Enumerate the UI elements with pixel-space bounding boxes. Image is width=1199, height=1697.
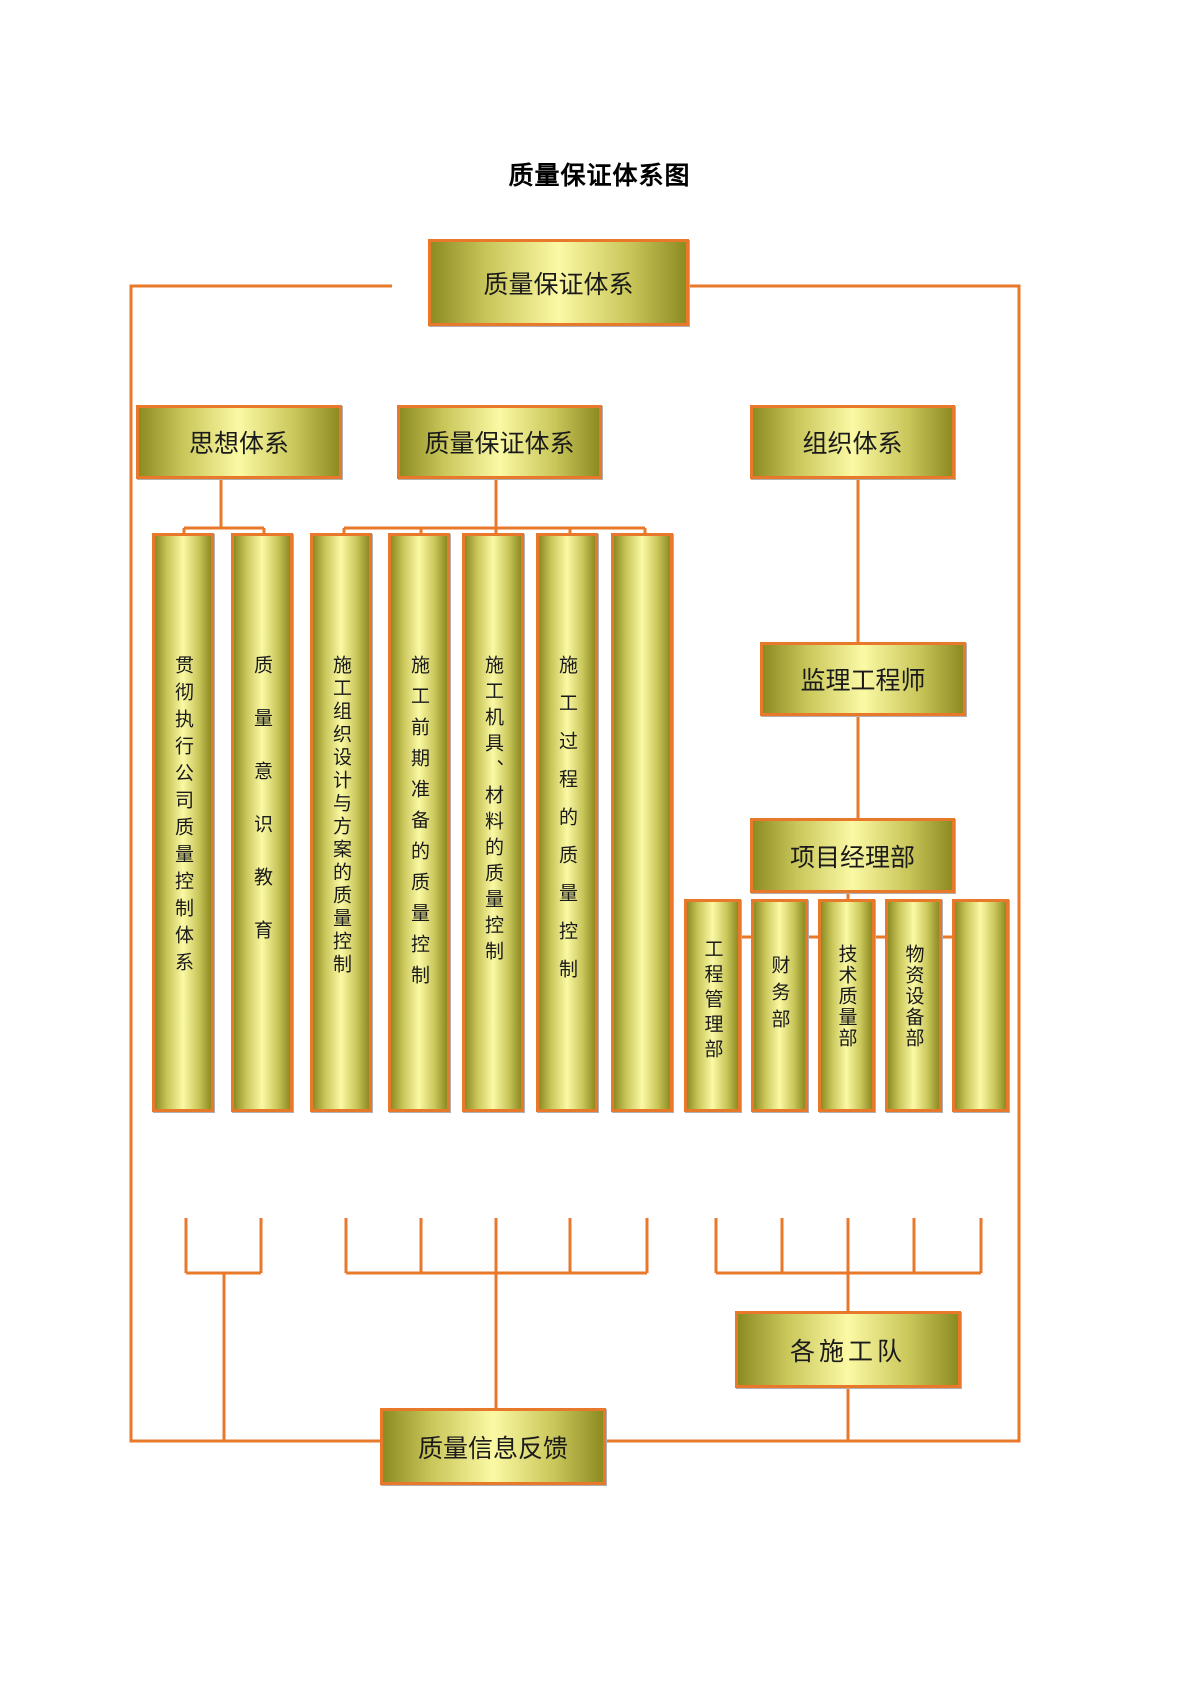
column-equipment-material-qc: 施工机具、材料的质量控制 [462, 533, 524, 1112]
node-label: 组织体系 [802, 429, 903, 458]
node-label: 质量保证体系 [483, 269, 634, 299]
column-construction-design-qc: 施工组织设计与方案的质量控制 [310, 533, 372, 1112]
outer-frame-line [129, 284, 392, 1443]
node-thought-system: 思想体系 [136, 405, 342, 479]
outer-frame-line [606, 284, 1021, 1443]
node-supervising-engineer: 监理工程师 [760, 642, 966, 716]
column-engineering-dept: 工程管理部 [684, 899, 741, 1112]
node-quality-feedback: 质量信息反馈 [380, 1408, 606, 1485]
column-process-qc: 施工过程的质量控制 [536, 533, 598, 1112]
column-blank [611, 533, 673, 1112]
node-label: 质量保证体系 [424, 429, 575, 458]
column-materials-equipment-dept: 物资设备部 [885, 899, 942, 1112]
column-label: 财务部 [768, 955, 791, 1036]
node-label: 监理工程师 [800, 666, 926, 695]
node-label: 项目经理部 [789, 842, 915, 872]
column-label: 工程管理部 [701, 939, 724, 1064]
node-construction-teams: 各施工队 [735, 1311, 961, 1388]
column-label: 贯彻执行公司质量控制体系 [172, 655, 194, 979]
column-preparation-qc: 施工前期准备的质量控制 [388, 533, 450, 1112]
node-label: 各施工队 [789, 1336, 906, 1366]
page-title: 质量保证体系图 [508, 161, 691, 190]
column-label: 技术质量部 [835, 944, 858, 1049]
node-label: 思想体系 [188, 429, 289, 458]
node-organization-system: 组织体系 [750, 405, 955, 479]
column-tech-quality-dept: 技术质量部 [818, 899, 875, 1112]
node-project-manager-dept: 项目经理部 [750, 818, 955, 893]
column-label: 施工过程的质量控制 [556, 655, 578, 997]
column-implement-company-qc: 贯彻执行公司质量控制体系 [152, 533, 214, 1112]
column-label: 施工机具、材料的质量控制 [482, 655, 504, 967]
node-quality-assurance: 质量保证体系 [397, 405, 602, 479]
column-label: 质量意识教育 [251, 655, 273, 973]
column-finance-dept: 财务部 [751, 899, 808, 1112]
column-quality-awareness: 质量意识教育 [231, 533, 293, 1112]
node-label: 质量信息反馈 [417, 1433, 568, 1463]
column-label: 施工前期准备的质量控制 [408, 655, 430, 996]
node-quality-assurance-top: 质量保证体系 [428, 239, 689, 326]
column-blank [952, 899, 1009, 1112]
column-label: 施工组织设计与方案的质量控制 [330, 655, 352, 977]
column-label: 物资设备部 [902, 944, 925, 1049]
